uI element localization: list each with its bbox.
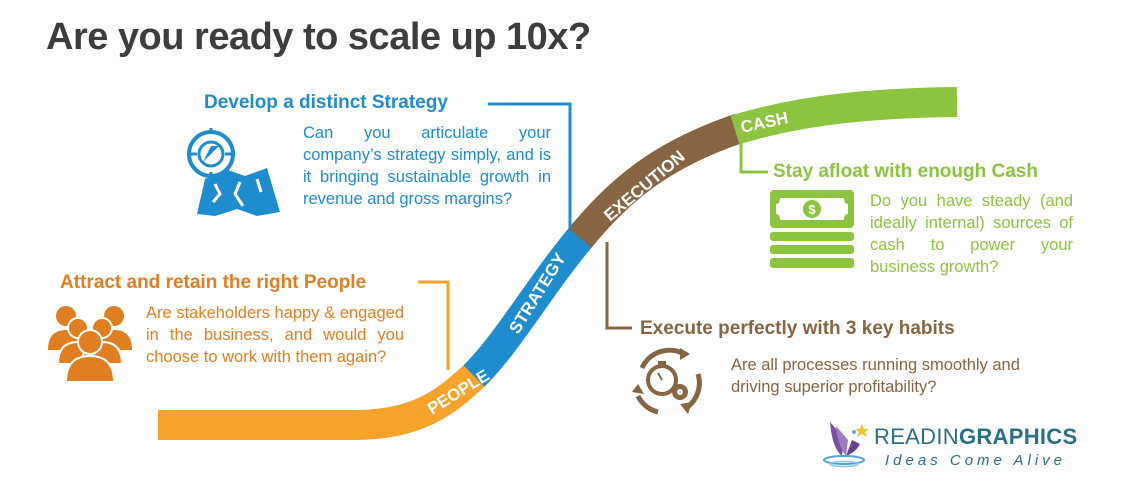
curve-segment-people	[158, 359, 491, 440]
compass-map-icon	[187, 128, 280, 216]
brand-tagline: Ideas Come Alive	[885, 452, 1066, 469]
people-description: Are stakeholders happy & engaged in the …	[146, 304, 404, 366]
cash-heading: Stay afloat with enough Cash	[773, 161, 1038, 182]
svg-text:$: $	[808, 202, 816, 217]
strategy-heading: Develop a distinct Strategy	[204, 92, 448, 113]
page-title: Are you ready to scale up 10x?	[46, 16, 591, 58]
connector-execution	[605, 242, 632, 330]
cash-description: Do you have steady (and ideally internal…	[870, 192, 1073, 276]
readinggraphics-logo-icon	[823, 422, 869, 468]
strategy-description: Can you articulate your company’s strate…	[303, 124, 551, 208]
curve-segment-execution	[568, 113, 745, 248]
stopwatch-gear-cycle-icon	[632, 347, 702, 415]
curve-segment-strategy	[463, 222, 597, 387]
curve-label-strategy: STRATEGY	[505, 249, 570, 337]
connector-people	[418, 280, 450, 370]
curve-segment-cash	[730, 87, 958, 145]
people-group-icon	[48, 306, 132, 382]
people-heading: Attract and retain the right People	[60, 272, 367, 293]
execution-heading: Execute perfectly with 3 key habits	[640, 318, 955, 339]
connector-cash	[739, 142, 768, 174]
cash-stack-icon: $	[770, 190, 854, 268]
brand-name: READINGRAPHICS	[874, 424, 1078, 449]
execution-description: Are all processes running smoothly and d…	[731, 356, 1020, 396]
connector-strategy	[488, 102, 572, 228]
